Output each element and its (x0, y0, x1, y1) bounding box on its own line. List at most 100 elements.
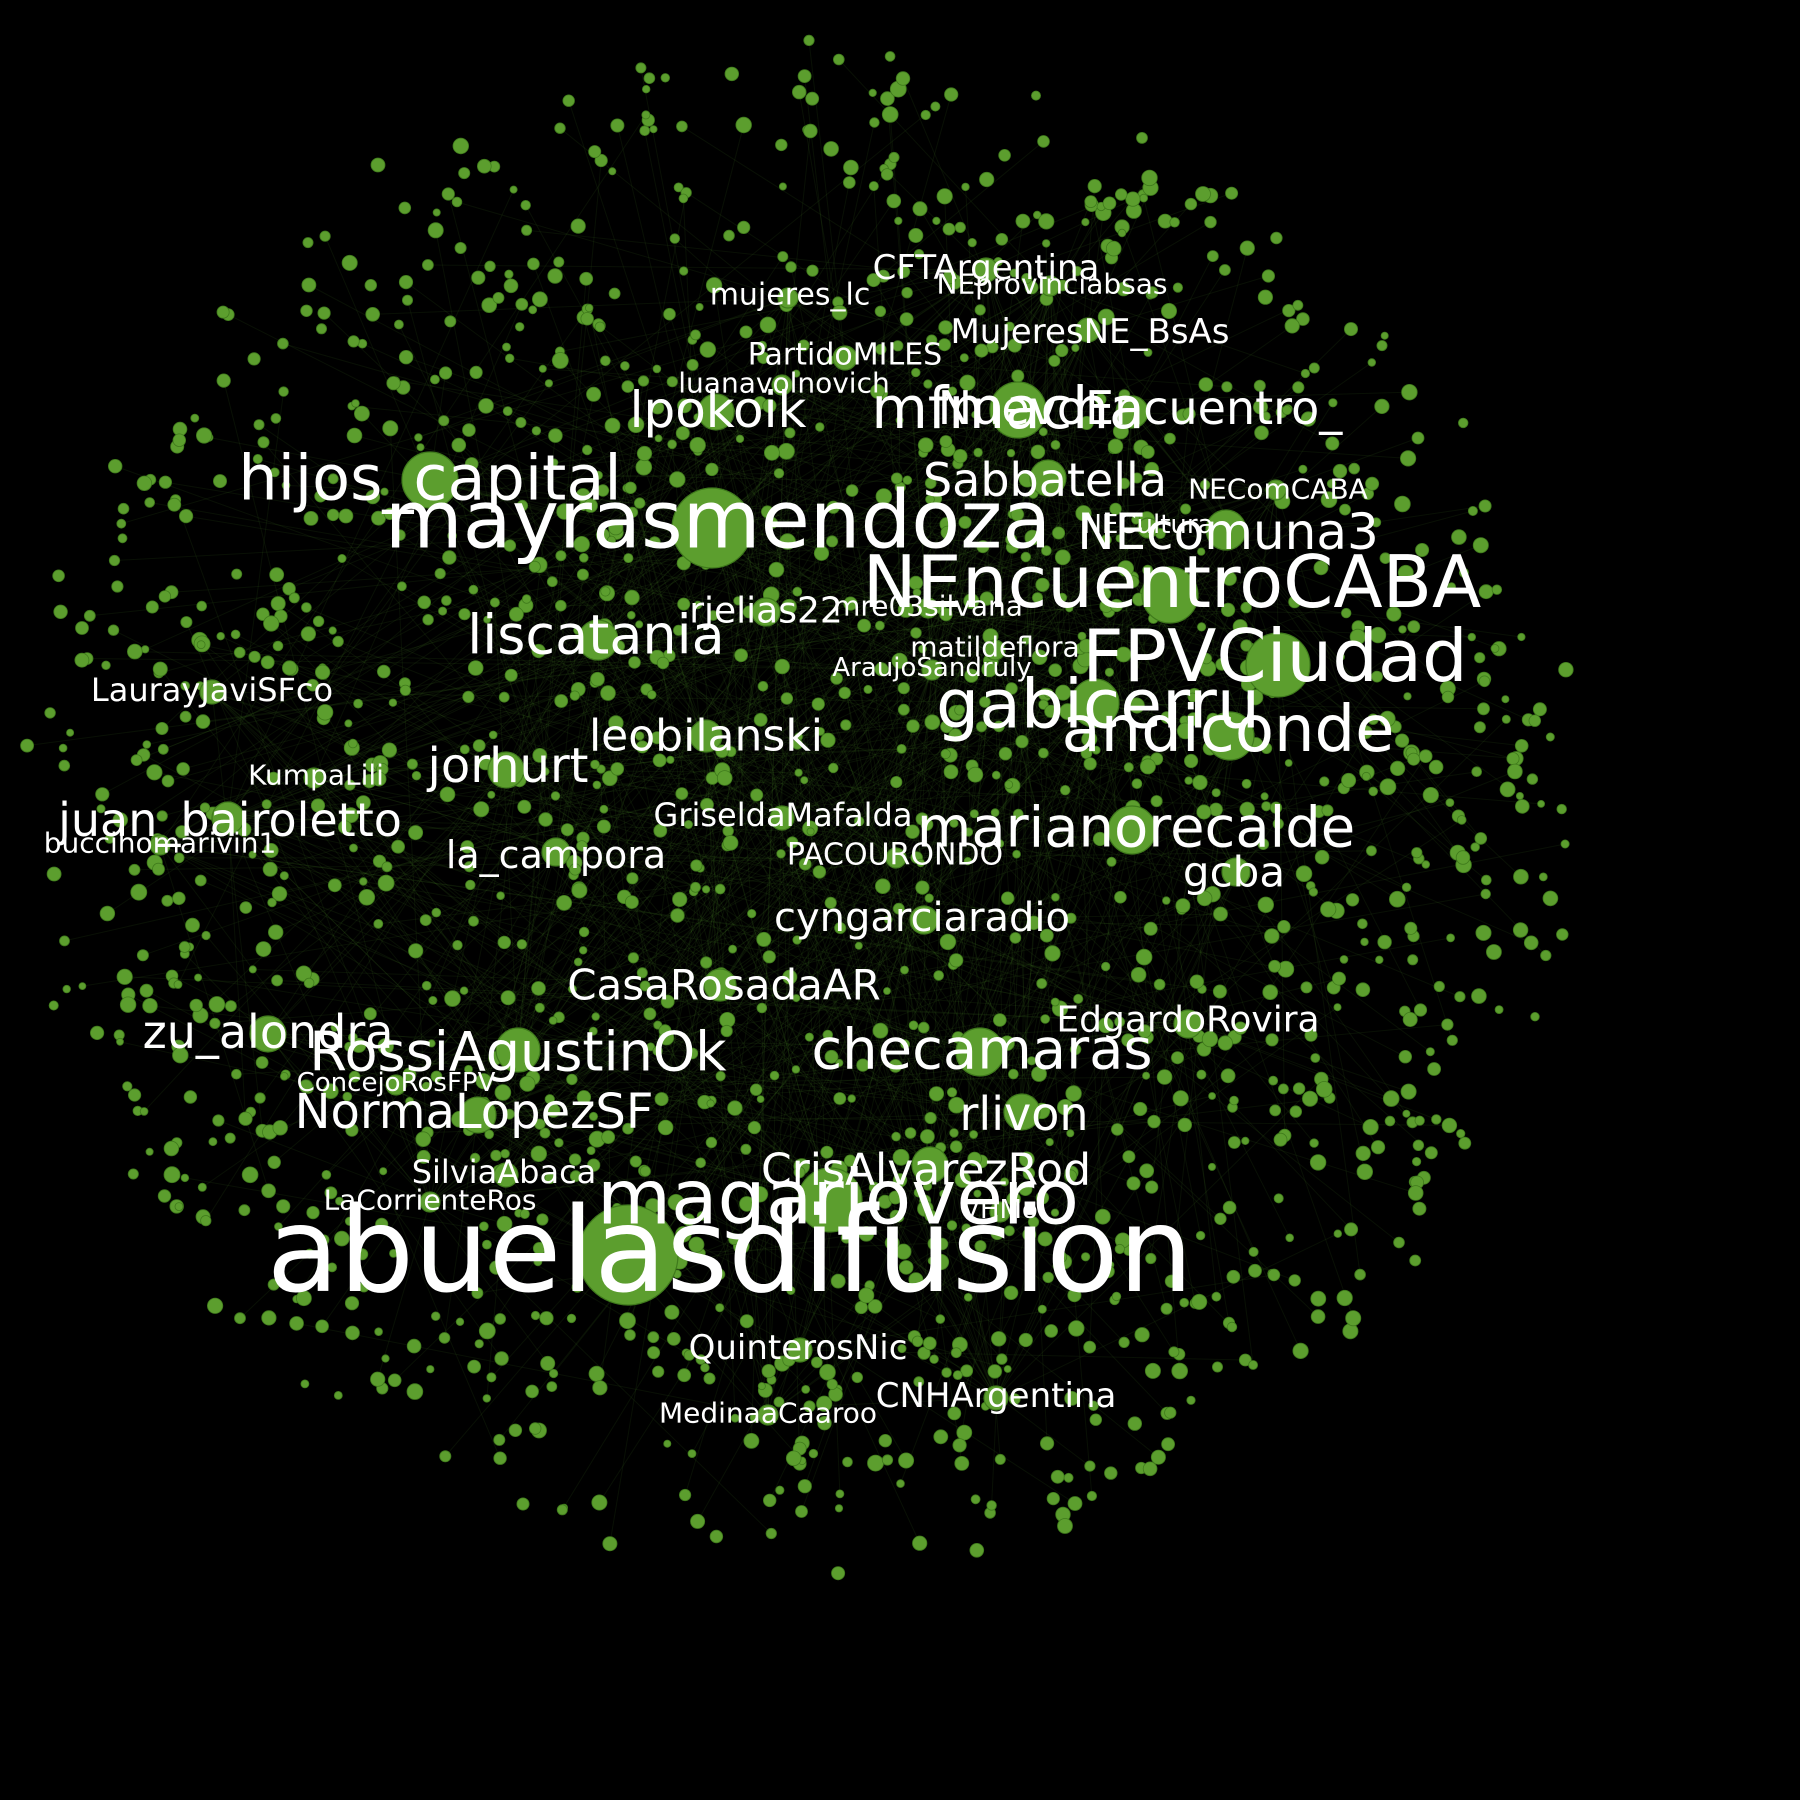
edge (477, 1024, 1448, 1116)
graph-node (820, 732, 836, 748)
graph-node (1278, 1083, 1289, 1095)
graph-node (416, 443, 425, 452)
edge (158, 411, 1133, 674)
graph-node (544, 1094, 555, 1105)
graph-node (464, 457, 479, 471)
graph-node (530, 1310, 541, 1321)
graph-node (908, 227, 924, 243)
graph-node (554, 599, 567, 612)
graph-node (571, 882, 588, 899)
graph-node (452, 137, 470, 155)
edge (202, 594, 1171, 723)
graph-node (1545, 732, 1555, 742)
graph-node (593, 470, 603, 480)
graph-node (1024, 280, 1039, 295)
graph-node (74, 652, 90, 668)
graph-node (1208, 1162, 1217, 1171)
graph-node (600, 586, 611, 597)
graph-node (735, 434, 745, 443)
edge (324, 712, 519, 1051)
edge (429, 479, 860, 822)
graph-node (1229, 1095, 1239, 1106)
node-label: NuevoEncuentro_ (938, 381, 1343, 435)
graph-node (1328, 398, 1338, 408)
graph-node (139, 1107, 149, 1116)
graph-node (1501, 714, 1511, 724)
graph-node (1267, 1268, 1281, 1282)
graph-node (161, 774, 175, 788)
graph-node (44, 707, 56, 719)
graph-node (1371, 670, 1383, 683)
graph-node (312, 615, 325, 628)
graph-node (1005, 533, 1018, 546)
graph-node (678, 1488, 692, 1502)
edge (227, 308, 588, 819)
graph-node (730, 1413, 740, 1423)
graph-node (933, 970, 944, 981)
graph-node (1004, 1225, 1015, 1237)
edge (787, 297, 1012, 454)
graph-node (969, 1130, 978, 1139)
edge (429, 192, 1232, 481)
graph-node (337, 820, 352, 834)
edge (715, 411, 1389, 788)
graph-node (527, 257, 540, 271)
edge (267, 1033, 460, 1120)
graph-node (1164, 1406, 1177, 1419)
graph-node (967, 766, 984, 783)
edge (697, 444, 1279, 666)
graph-node (1065, 604, 1074, 613)
graph-node (116, 968, 133, 985)
graph-node (1333, 1003, 1342, 1012)
edge (227, 391, 285, 819)
graph-node (172, 433, 187, 447)
graph-node (1050, 1469, 1065, 1484)
graph-node (689, 437, 706, 454)
graph-node (83, 609, 96, 622)
graph-node (1481, 874, 1492, 886)
graph-node (888, 1059, 903, 1073)
graph-node (874, 662, 889, 677)
graph-node (868, 88, 877, 98)
graph-node (778, 442, 795, 460)
graph-node (1480, 888, 1491, 900)
edge (1135, 412, 1227, 531)
graph-node (469, 365, 483, 379)
graph-node (635, 62, 647, 74)
edge (672, 381, 1049, 479)
edge (715, 411, 1315, 1144)
graph-node (269, 567, 285, 583)
node-label: mre03silvana (833, 590, 1023, 623)
graph-node (1310, 1290, 1327, 1307)
graph-node (1379, 778, 1397, 796)
graph-node (1150, 795, 1163, 808)
edge (429, 394, 595, 1203)
graph-node (468, 584, 479, 595)
edge (211, 691, 629, 1130)
graph-node (1264, 928, 1280, 944)
edge (598, 529, 1227, 1503)
node-label: jorhurt (427, 738, 589, 794)
edge (1087, 275, 1269, 331)
graph-node (604, 417, 621, 434)
graph-node (363, 1007, 377, 1021)
edge (519, 669, 933, 781)
graph-node (1238, 1353, 1252, 1367)
graph-node (122, 1081, 133, 1092)
graph-node (751, 1186, 769, 1203)
graph-node (377, 874, 395, 892)
graph-node (969, 1543, 985, 1558)
graph-node (1289, 1105, 1303, 1118)
graph-node (267, 1278, 280, 1291)
graph-node (769, 1070, 780, 1081)
graph-node (773, 468, 785, 479)
graph-node (1171, 1051, 1185, 1065)
graph-node (1395, 733, 1410, 748)
edge (182, 611, 767, 770)
graph-node (602, 1536, 618, 1552)
graph-node (765, 1527, 777, 1540)
edge (574, 869, 721, 986)
graph-node (619, 1312, 636, 1330)
graph-node (949, 1128, 959, 1138)
edge (596, 477, 1049, 1375)
